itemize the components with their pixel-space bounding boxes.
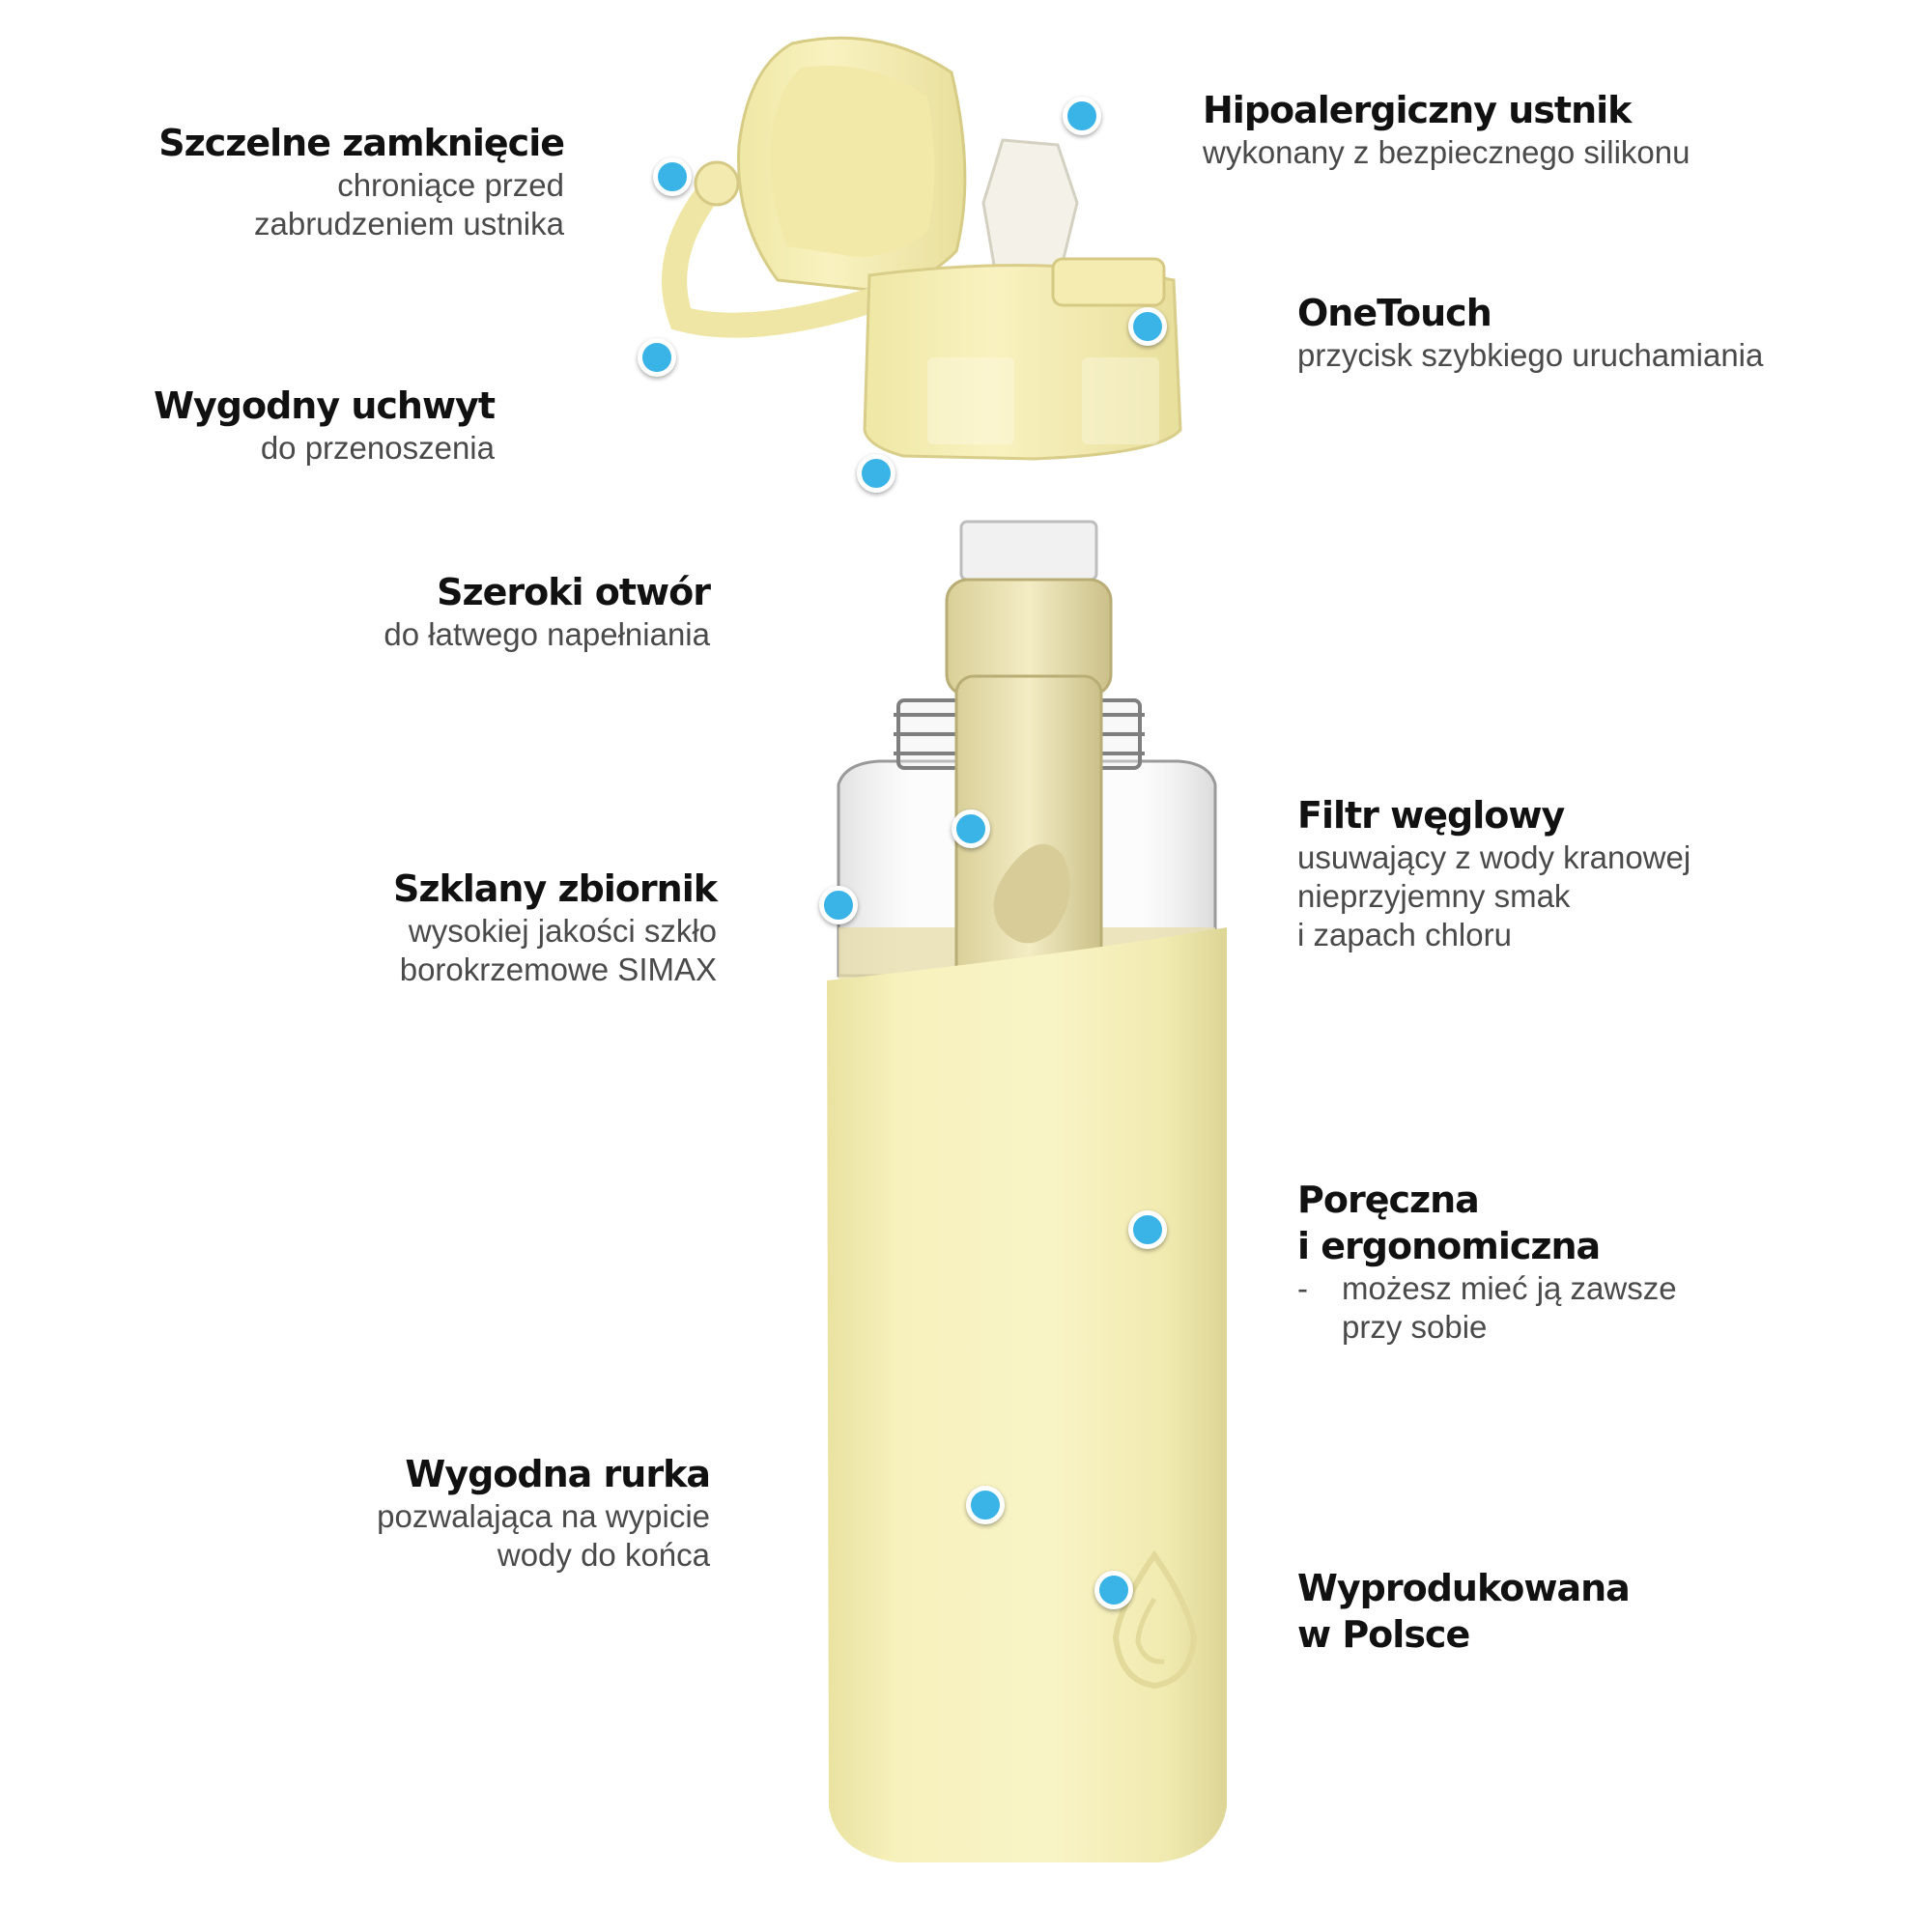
callout-dot-carbon-filter [952, 810, 990, 848]
feature-title: Wyprodukowana [1297, 1567, 1631, 1609]
feature-onetouch: OneTouch przycisk szybkiego uruchamiania [1297, 290, 1763, 375]
drop-logo [1112, 1549, 1198, 1690]
feature-ergonomic: Poręczna i ergonomiczna - możesz mieć ją… [1297, 1177, 1677, 1347]
feature-title: Szklany zbiornik [392, 867, 718, 910]
feature-title: Szeroki otwór [437, 571, 711, 613]
feature-description-line: usuwający z wody kranowej [1297, 839, 1691, 875]
callout-dot-mouthpiece [1063, 97, 1101, 135]
feature-description-line: przy sobie [1342, 1309, 1488, 1345]
feature-handle: Wygodny uchwyt do przenoszenia [154, 383, 496, 468]
feature-description-line: i zapach chloru [1297, 917, 1512, 952]
feature-description-text: możesz mieć ją zawsze [1342, 1270, 1677, 1306]
feature-title: Hipoalergiczny ustnik [1203, 89, 1632, 131]
feature-description-line: do przenoszenia [260, 430, 495, 466]
feature-mouthpiece: Hipoalergiczny ustnik wykonany z bezpiec… [1203, 87, 1690, 172]
callout-dot-onetouch [1128, 307, 1167, 346]
feature-glass-tank: Szklany zbiornik wysokiej jakości szkło … [392, 866, 718, 989]
feature-description-line: - możesz mieć ją zawsze [1297, 1269, 1677, 1308]
feature-description-line: wykonany z bezpiecznego silikonu [1203, 134, 1690, 170]
feature-description-line: chroniące przed [337, 167, 564, 203]
feature-title: OneTouch [1297, 292, 1492, 334]
feature-title: w Polsce [1297, 1613, 1470, 1656]
feature-title: Szczelne zamknięcie [158, 122, 565, 164]
callout-dot-ergonomic [1128, 1210, 1167, 1249]
callout-dot-straw [966, 1486, 1005, 1524]
feature-title: Wygodny uchwyt [154, 384, 496, 427]
feature-straw: Wygodna rurka pozwalająca na wypicie wod… [377, 1451, 711, 1575]
feature-title: i ergonomiczna [1297, 1225, 1601, 1267]
callout-dot-made-in-poland [1094, 1571, 1133, 1609]
callout-dot-glass-tank [819, 886, 858, 924]
feature-description-line: zabrudzeniem ustnika [253, 206, 564, 242]
feature-description-line: nieprzyjemny smak [1297, 878, 1571, 914]
feature-title: Poręczna [1297, 1179, 1480, 1221]
cap-assembly [662, 36, 1182, 461]
feature-description-line: borokrzemowe SIMAX [399, 952, 717, 987]
feature-title: Filtr węglowy [1297, 794, 1565, 837]
feature-description-line: wody do końca [497, 1537, 710, 1573]
callout-dot-wide-opening [857, 454, 895, 493]
callout-dot-handle [638, 338, 676, 377]
feature-made-in-poland: Wyprodukowana w Polsce [1297, 1565, 1631, 1658]
feature-wide-opening: Szeroki otwór do łatwego napełniania [384, 569, 711, 654]
dash: - [1297, 1270, 1308, 1306]
feature-tight-closure: Szczelne zamknięcie chroniące przed zabr… [158, 120, 565, 243]
feature-description-line: do łatwego napełniania [384, 616, 710, 652]
silicone-sleeve [827, 927, 1227, 1862]
feature-title: Wygodna rurka [405, 1453, 711, 1495]
feature-description-line: wysokiej jakości szkło [408, 913, 717, 949]
feature-description-line: przycisk szybkiego uruchamiania [1297, 337, 1764, 373]
feature-description-line: pozwalająca na wypicie [377, 1498, 710, 1534]
carbon-filter [945, 520, 1113, 997]
feature-carbon-filter: Filtr węglowy usuwający z wody kranowej … [1297, 792, 1690, 954]
callout-dot-tight-closure [653, 157, 692, 196]
